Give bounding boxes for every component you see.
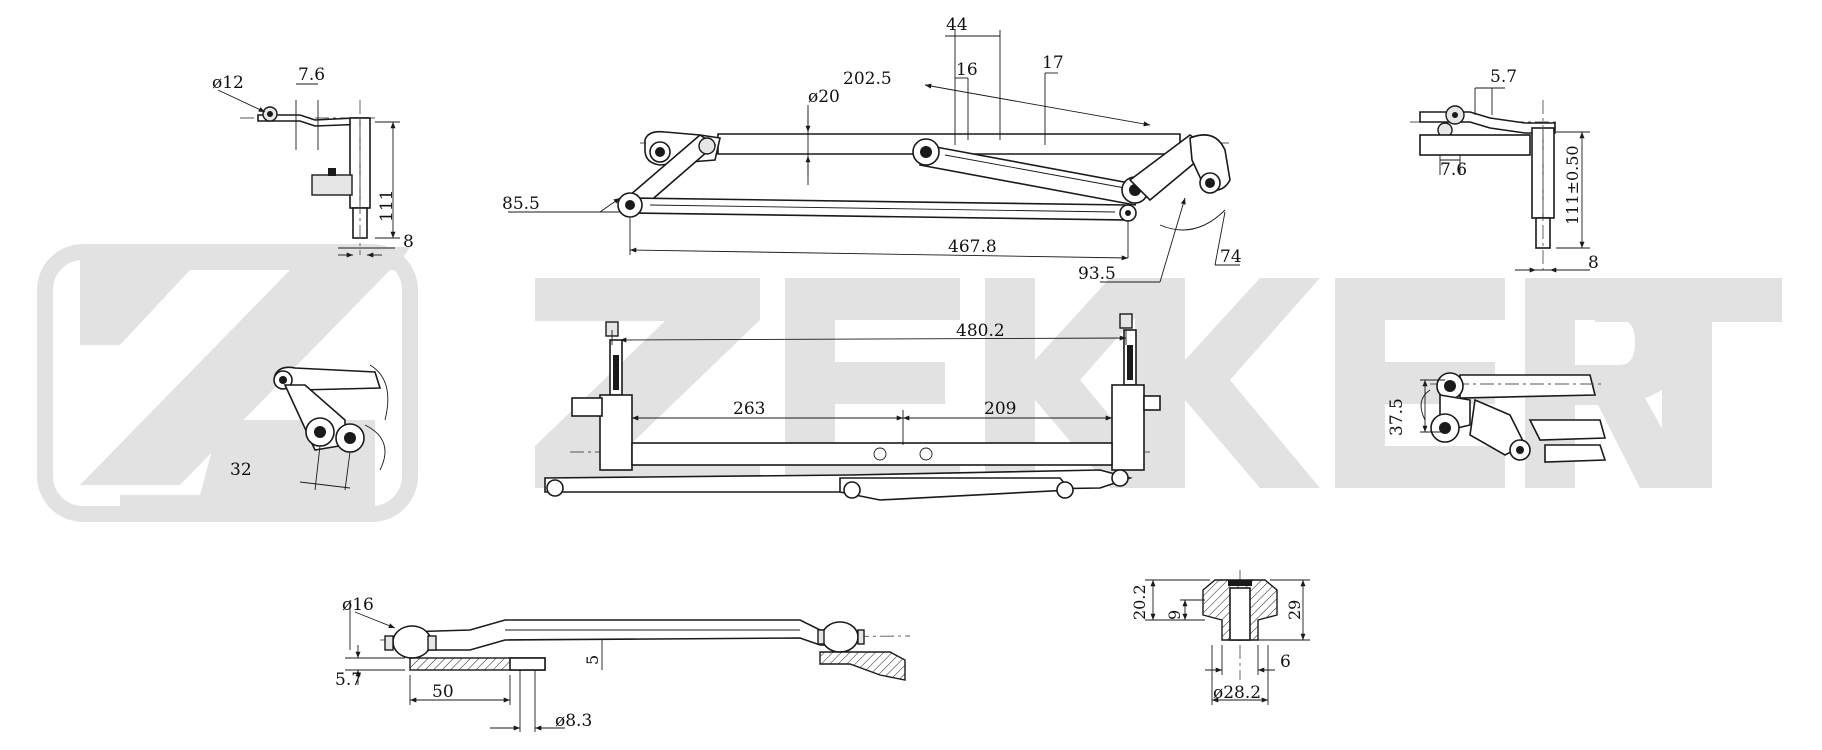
dim-bl-a: 5.7 xyxy=(335,670,362,690)
dim-br-d: 6 xyxy=(1280,652,1291,672)
mid-left-crank-detail: 32 xyxy=(230,364,389,491)
dim-br-b: 9 xyxy=(1165,610,1184,620)
dim-bl-dia2: ø8.3 xyxy=(555,711,592,731)
dim-br-dia: ø28.2 xyxy=(1213,683,1261,703)
dim-tl-height: 111 xyxy=(377,190,397,222)
bottom-left-arm-section: ø16 5.7 5 50 ø8.3 xyxy=(335,595,911,732)
dim-tc-a: 44 xyxy=(946,15,968,35)
mid-right-crank-detail: 37.5 xyxy=(1387,372,1607,463)
dim-mc-b: 263 xyxy=(733,399,765,419)
dim-ml-a: 32 xyxy=(230,460,252,480)
dim-tc-dia: ø20 xyxy=(808,87,840,107)
dim-mr-a: 37.5 xyxy=(1387,398,1407,436)
top-left-side-view: ø12 7.6 111 8 xyxy=(212,65,414,258)
dim-tc-g: 93.5 xyxy=(1078,264,1116,284)
dim-tc-e: 85.5 xyxy=(502,194,540,214)
dim-mc-c: 209 xyxy=(984,399,1016,419)
dim-tc-f: 467.8 xyxy=(948,237,997,257)
dim-mc-a: 480.2 xyxy=(956,321,1005,341)
dim-tc-h: 74 xyxy=(1220,247,1242,267)
dim-br-a: 20.2 xyxy=(1130,584,1149,620)
watermark-letter-t xyxy=(1595,278,1782,488)
dim-tr-a: 5.7 xyxy=(1490,67,1517,87)
watermark-letter-e2 xyxy=(1335,278,1505,488)
dim-bl-c: 50 xyxy=(432,682,454,702)
dim-tr-height: 111±0.50 xyxy=(1563,145,1582,225)
dim-tc-d: 17 xyxy=(1042,53,1064,73)
watermark-letter-k2 xyxy=(1135,278,1320,488)
dim-tl-len: 7.6 xyxy=(298,65,325,85)
dim-tl-dia: ø12 xyxy=(212,73,244,93)
watermark-letter-e1 xyxy=(785,278,960,488)
dim-br-c: 29 xyxy=(1285,600,1304,620)
dim-tc-b: 202.5 xyxy=(843,69,892,89)
dim-tr-width: 8 xyxy=(1588,253,1599,273)
zekkert-watermark-logo xyxy=(37,244,1782,522)
dim-tr-b: 7.6 xyxy=(1440,160,1467,180)
dim-bl-b: 5 xyxy=(583,655,602,665)
top-center-linkage-view: 44 202.5 16 17 ø20 85.5 467.8 93.5 74 xyxy=(502,15,1242,284)
top-right-side-view: 5.7 7.6 111±0.50 8 xyxy=(1410,67,1599,273)
watermark-letter-z xyxy=(535,278,760,488)
dim-tl-width: 8 xyxy=(403,232,414,252)
mid-center-front-view: 480.2 263 209 xyxy=(544,313,1161,501)
bottom-right-bushing-section: 20.2 9 29 6 ø28.2 xyxy=(1130,570,1310,705)
dim-bl-dia: ø16 xyxy=(342,595,374,615)
dim-tc-c: 16 xyxy=(956,60,978,80)
